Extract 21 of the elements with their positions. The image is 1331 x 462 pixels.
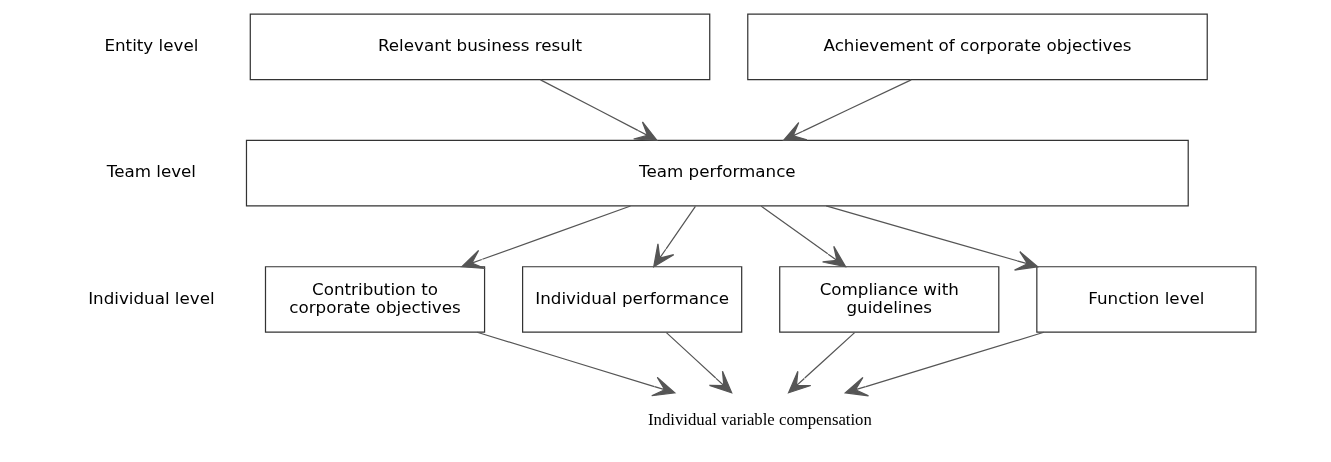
arrow [787,331,855,394]
arrow [460,205,631,270]
node-text: Individual variable compensation [647,409,872,429]
arrow [652,205,696,268]
node-box: Individual performance [521,266,742,333]
node-box: Function level [1035,266,1256,333]
label: Entity level [103,35,198,56]
node-box: Achievement of corporate objectives [746,13,1208,81]
arrow [844,331,1044,397]
node-box: Team performance [245,139,1189,207]
label: Individual level [87,287,215,308]
node-box: Contribution to corporate objectives [264,266,485,333]
node-box: Relevant business result [249,13,710,81]
arrow [825,205,1038,271]
arrow [665,331,732,394]
arrow [539,79,658,141]
arrow [782,79,912,141]
arrow [760,205,846,268]
node-box: Compliance with guidelines [778,266,999,333]
arrow [476,331,675,397]
label: Team level [106,161,196,182]
